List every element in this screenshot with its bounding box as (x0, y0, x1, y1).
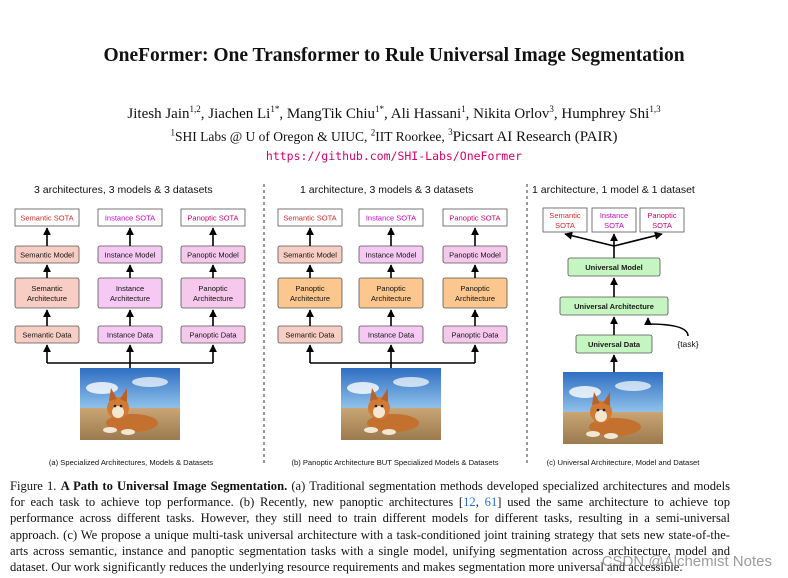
citation-link[interactable]: 61 (484, 495, 498, 510)
instance-sota-label: Instance SOTA (105, 214, 155, 223)
panel-b: Semantic SOTA Instance SOTA Panoptic SOT… (277, 208, 508, 467)
caption-text: (a) Traditional segmentation methods dev… (10, 479, 730, 510)
instance-data-label: Instance Data (368, 331, 415, 340)
semantic-data-label: Semantic Data (285, 331, 335, 340)
caption-title: A Path to Universal Image Segmentation. (60, 479, 288, 493)
instance-data-label: Instance Data (107, 331, 154, 340)
affiliation: 2IIT Roorkee (370, 127, 442, 145)
author: Jitesh Jain1,2 (127, 104, 201, 122)
author-list: Jitesh Jain1,2, Jiachen Li1*, MangTik Ch… (127, 104, 661, 122)
citation-link[interactable]: 12 (463, 495, 476, 510)
task-token: {task} (677, 339, 698, 349)
panel-a-heading: 3 architectures, 3 models & 3 datasets (34, 184, 213, 196)
watermark: CSDN @Alchemist Notes (601, 553, 772, 570)
panoptic-sota-label: Panoptic SOTA (449, 214, 500, 223)
semantic-model-label: Semantic Model (283, 251, 337, 260)
affiliations: 1SHI Labs @ U of Oregon & UIUC, 2IIT Roo… (170, 127, 618, 145)
figure-1: 3 architectures, 3 models & 3 datasets 1… (14, 184, 701, 467)
panel-c-heading: 1 architecture, 1 model & 1 dataset (532, 184, 695, 196)
semantic-sota-label: Semantic SOTA (283, 214, 336, 223)
author: Jiachen Li1* (208, 104, 280, 122)
universal-architecture-label: Universal Architecture (574, 302, 654, 311)
author: Nikita Orlov3 (473, 104, 554, 122)
panoptic-model-label: Panoptic Model (187, 251, 239, 260)
semantic-model-label: Semantic Model (20, 251, 74, 260)
dog-image (80, 368, 180, 440)
dog-image (563, 372, 663, 444)
panel-c-caption: (c) Universal Architecture, Model and Da… (547, 458, 701, 467)
panoptic-sota-label: Panoptic SOTA (187, 214, 238, 223)
panel-a: Semantic SOTA Instance SOTA Panoptic SOT… (14, 208, 246, 467)
panoptic-model-label: Panoptic Model (449, 251, 501, 260)
semantic-data-label: Semantic Data (22, 331, 72, 340)
panel-b-heading: 1 architecture, 3 models & 3 datasets (300, 184, 473, 196)
panoptic-data-label: Panoptic Data (451, 331, 499, 340)
panel-a-caption: (a) Specialized Architectures, Models & … (49, 458, 213, 467)
instance-model-label: Instance Model (366, 251, 417, 260)
caption-label: Figure 1. (10, 479, 57, 493)
dog-image (341, 368, 441, 440)
author: MangTik Chiu1* (286, 104, 385, 122)
author: Humphrey Shi1,3 (561, 104, 661, 122)
universal-data-label: Universal Data (588, 340, 641, 349)
instance-sota-label: Instance SOTA (366, 214, 416, 223)
instance-model-label: Instance Model (105, 251, 156, 260)
universal-model-label: Universal Model (585, 263, 643, 272)
author: Ali Hassani1 (390, 104, 466, 122)
panoptic-data-label: Panoptic Data (189, 331, 237, 340)
figure-caption: Figure 1. A Path to Universal Image Segm… (10, 479, 730, 575)
caption-text: ] used the same architecture to achieve … (10, 495, 730, 575)
affiliation: 3Picsart AI Research (PAIR) (448, 127, 618, 145)
github-link[interactable]: https://github.com/SHI-Labs/OneFormer (265, 149, 523, 163)
affiliation: 1SHI Labs @ U of Oregon & UIUC (170, 127, 365, 145)
panel-b-caption: (b) Panoptic Architecture BUT Specialize… (291, 458, 498, 467)
paper-title: OneFormer: One Transformer to Rule Unive… (103, 45, 685, 66)
semantic-sota-label: Semantic SOTA (20, 214, 73, 223)
